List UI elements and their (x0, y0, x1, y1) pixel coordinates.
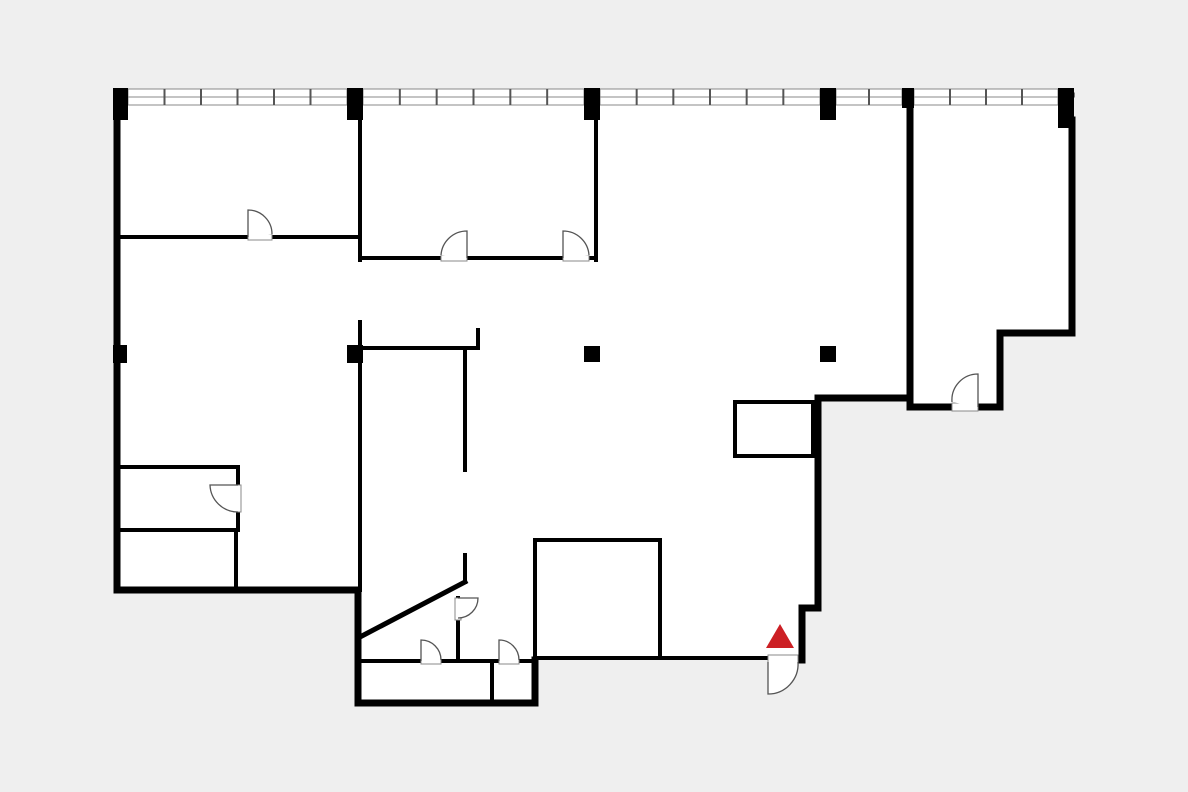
pilaster-nw (113, 88, 128, 120)
east-wing-floor-fill (910, 98, 1072, 408)
pilaster-west-mid (113, 345, 127, 363)
door-swing-icon[interactable] (420, 639, 442, 665)
door-swing-arc (457, 597, 479, 619)
pilaster-n3 (820, 88, 836, 120)
door-swing-arc (209, 484, 239, 513)
door-swing-icon[interactable] (767, 654, 799, 695)
north-window-strip (127, 88, 1059, 106)
doors (209, 209, 979, 695)
door-swing-icon[interactable] (951, 373, 979, 412)
exterior-wall-east-wing (906, 88, 1076, 411)
pilaster-n4 (902, 88, 914, 108)
door-swing-arc (562, 230, 590, 258)
door-swing-arc (951, 373, 979, 407)
entrance-triangle-icon[interactable] (766, 624, 794, 648)
door-swing-icon[interactable] (498, 639, 520, 665)
exterior-wall-west (113, 91, 539, 707)
interior-walls (115, 96, 815, 705)
door-swing-arc (420, 639, 442, 661)
entrance (766, 624, 794, 648)
door-opening (767, 654, 799, 664)
door-swing-arc (498, 639, 520, 661)
door-swing-arc (767, 661, 799, 695)
door-swing-icon[interactable] (454, 597, 479, 621)
door-swing-icon[interactable] (440, 230, 468, 262)
wall-corridor-top (358, 328, 480, 350)
wall-diagonal (356, 578, 469, 641)
door-swing-icon[interactable] (562, 230, 590, 262)
main-floor-fill (117, 98, 910, 703)
structural-column-icon (584, 346, 600, 362)
exterior-wall-southeast (798, 394, 914, 664)
wall-cabinet (733, 400, 815, 458)
door-swing-icon[interactable] (209, 484, 242, 513)
structural-column-icon (820, 346, 836, 362)
pilaster-ne (1058, 88, 1074, 128)
door-swing-arc (440, 230, 468, 258)
door-swing-arc (247, 209, 273, 237)
door-swing-icon[interactable] (247, 209, 273, 241)
